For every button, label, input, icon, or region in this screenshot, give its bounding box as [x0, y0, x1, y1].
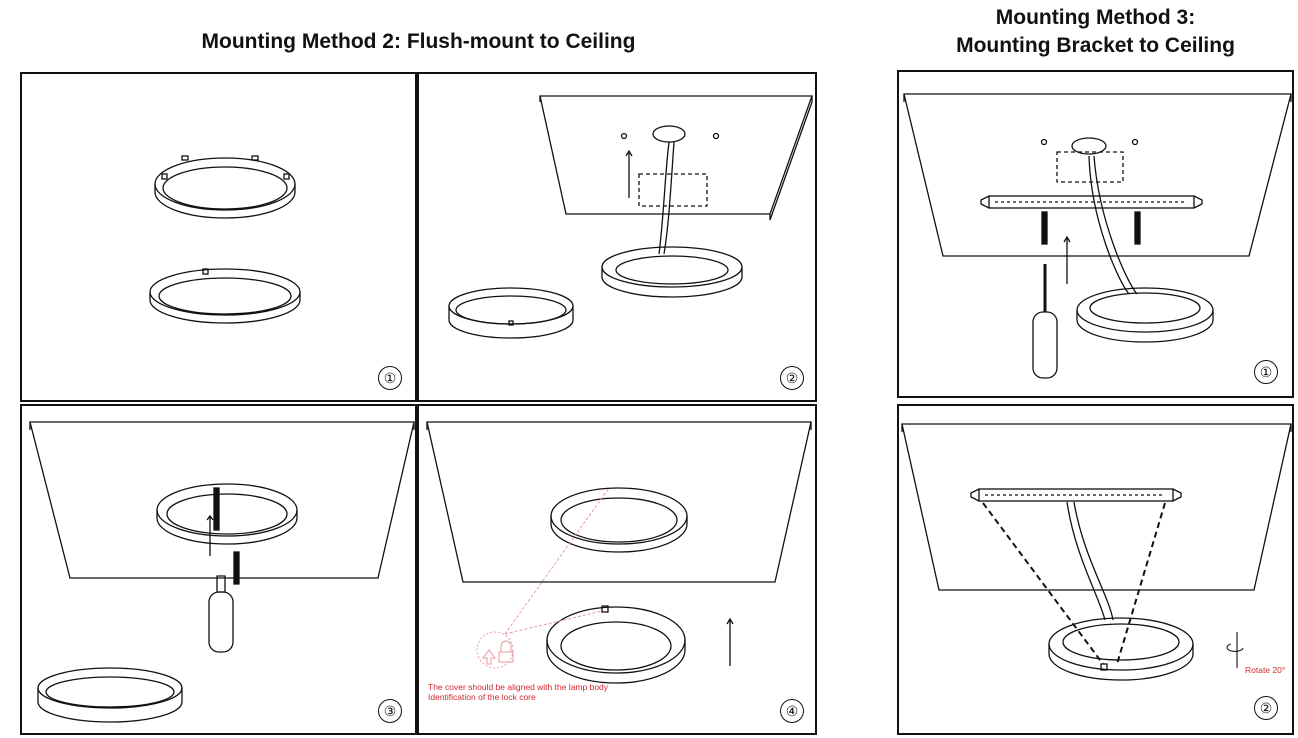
- ceiling-hole: [1071, 137, 1107, 155]
- ceiling-plane: [539, 95, 813, 215]
- lock-core-note: Identification of the lock core: [428, 692, 536, 702]
- method3-step1-illustration: [903, 93, 1292, 379]
- ceiling-plane: [903, 93, 1292, 257]
- step2-illustration: [448, 95, 813, 339]
- step3-illustration: [29, 421, 415, 723]
- method2-step4-panel: The cover should be aligned with the lam…: [417, 404, 817, 735]
- screw-icon: [233, 551, 240, 585]
- lock-core-indicator: [476, 631, 514, 669]
- wire-connector-box: [1056, 151, 1124, 183]
- lamp-cover-part: [149, 268, 301, 324]
- method2-step1-panel: ①: [20, 72, 417, 402]
- method2-step3-panel: ③: [20, 404, 417, 735]
- screw-icon: [213, 487, 220, 531]
- rotate-note: Rotate 20°: [1245, 665, 1286, 675]
- step-number-4: ④: [780, 699, 804, 723]
- mounting-ring-part: [154, 155, 296, 219]
- lamp-cover-part: [546, 606, 686, 674]
- method3-step2-illustration: [901, 423, 1292, 681]
- method3-step-number-1: ①: [1254, 360, 1278, 384]
- mounting-bracket: [988, 195, 1195, 209]
- step1-illustration: [149, 155, 301, 324]
- lamp-cover-part: [1048, 617, 1194, 671]
- method3-step2-panel: Rotate 20° ②: [897, 404, 1294, 735]
- mounting-ring-part: [601, 246, 743, 288]
- ceiling-plane: [29, 421, 415, 579]
- screw-icon: [1134, 211, 1141, 245]
- method2-title: Mounting Method 2: Flush-mount to Ceilin…: [201, 30, 636, 53]
- cover-aligned-note: The cover should be aligned with the lam…: [428, 682, 609, 692]
- ceiling-plane: [901, 423, 1292, 591]
- method3-step1-panel: ①: [897, 70, 1294, 398]
- step-number-1: ①: [378, 366, 402, 390]
- lamp-cover-part: [37, 667, 183, 709]
- method2-step2-panel: ②: [417, 72, 817, 402]
- rotate-arrow-icon: [1226, 632, 1244, 668]
- lamp-cover-part: [1076, 287, 1214, 333]
- step-number-2: ②: [780, 366, 804, 390]
- method3-title-line2: Mounting Bracket to Ceiling: [956, 34, 1235, 57]
- ceiling-plane: [426, 421, 812, 583]
- method3-step-number-2: ②: [1254, 696, 1278, 720]
- step4-illustration: [426, 421, 812, 684]
- method3-title-line1: Mounting Method 3:: [995, 6, 1196, 29]
- alignment-guide: [982, 502, 1166, 665]
- method3-title: Mounting Method 3: Mounting Bracket to C…: [897, 4, 1294, 60]
- screw-icon: [1041, 211, 1048, 245]
- wire-connector-box: [638, 173, 708, 207]
- step-number-3: ③: [378, 699, 402, 723]
